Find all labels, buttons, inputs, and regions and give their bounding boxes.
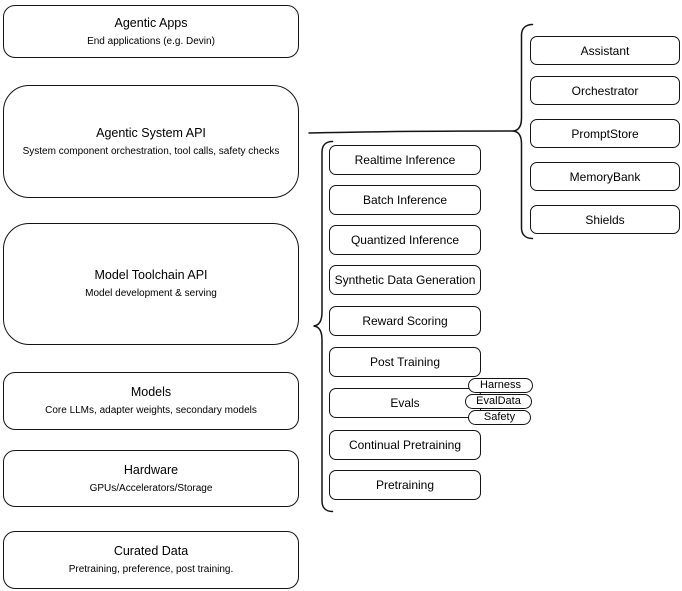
layer-box-models: Models Core LLMs, adapter weights, secon… [3,372,299,430]
layer-title: Agentic System API [96,125,206,140]
evals-tag-safety: Safety [468,410,531,425]
layer-subtitle: Model development & serving [85,288,217,300]
layer-title: Model Toolchain API [94,268,208,283]
system-api-connector-line [308,130,514,134]
toolchain-box-synthetic-data-generation: Synthetic Data Generation [329,265,481,295]
layer-subtitle: End applications (e.g. Devin) [87,35,215,47]
layer-box-curated-data: Curated Data Pretraining, preference, po… [3,531,299,589]
layer-title: Curated Data [113,544,189,559]
system-component-assistant: Assistant [530,36,680,65]
system-component-orchestrator: Orchestrator [530,76,680,105]
toolchain-box-realtime-inference: Realtime Inference [329,145,481,175]
layer-box-agentic-system-api: Agentic System API System component orch… [3,85,299,198]
system-component-shields: Shields [530,205,680,234]
layer-subtitle: Core LLMs, adapter weights, secondary mo… [45,405,257,417]
layer-box-agentic-apps: Agentic Apps End applications (e.g. Devi… [3,5,299,58]
layer-subtitle: GPUs/Accelerators/Storage [89,482,213,494]
toolchain-box-continual-pretraining: Continual Pretraining [329,430,481,460]
toolchain-box-post-training: Post Training [329,347,481,377]
toolchain-box-evals: Evals [329,388,481,418]
toolchain-box-quantized-inference: Quantized Inference [329,225,481,255]
layer-box-hardware: Hardware GPUs/Accelerators/Storage [3,450,299,507]
evals-tag-evaldata: EvalData [465,394,532,409]
toolchain-box-reward-scoring: Reward Scoring [329,306,481,336]
layer-subtitle: Pretraining, preference, post training. [68,564,234,576]
toolchain-brace [313,140,334,513]
layer-subtitle: System component orchestration, tool cal… [22,145,280,157]
layer-title: Agentic Apps [114,15,188,30]
layer-title: Hardware [123,462,179,477]
components-brace [512,23,534,240]
toolchain-box-batch-inference: Batch Inference [329,185,481,215]
system-component-promptstore: PromptStore [530,119,680,148]
toolchain-box-pretraining: Pretraining [329,470,481,500]
layer-box-model-toolchain-api: Model Toolchain API Model development & … [3,223,299,345]
layer-title: Models [130,385,172,400]
evals-tag-harness: Harness [468,378,533,393]
system-component-memorybank: MemoryBank [530,162,680,191]
